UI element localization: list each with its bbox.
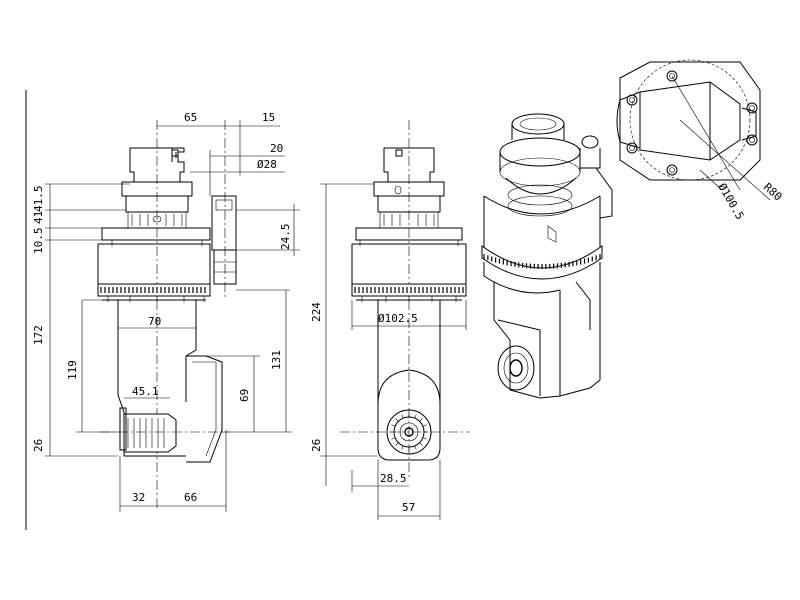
side-holder-ring-teeth xyxy=(131,214,183,226)
nut-tooth xyxy=(414,445,417,450)
nut-tooth xyxy=(422,437,427,440)
iso-coolant-fitting xyxy=(581,135,599,149)
detail-block xyxy=(639,81,741,161)
dim-32: 32 xyxy=(132,491,145,504)
detail-outline xyxy=(619,61,761,181)
dim-41: 41 xyxy=(32,211,45,224)
side-holder-neck xyxy=(125,195,189,213)
front-view: 224 26 Ø102.5 28.5 57 xyxy=(310,120,470,520)
detail-leader-1 xyxy=(671,75,741,191)
dim-24-5: 24.5 xyxy=(279,224,292,251)
dim-131: 131 xyxy=(270,350,283,370)
side-bolts xyxy=(107,296,205,302)
nut-tooth xyxy=(391,437,396,440)
dim-28-5: 28.5 xyxy=(380,472,407,485)
front-holder-key xyxy=(395,149,403,157)
side-angle-arm-inner xyxy=(192,361,217,457)
dim-224: 224 xyxy=(310,302,323,322)
dim-65: 65 xyxy=(184,111,197,124)
side-holder-flange xyxy=(121,181,193,197)
dim-d100-5: Ø100.5 xyxy=(715,181,746,222)
iso-angle-head xyxy=(493,282,601,399)
nut-tooth xyxy=(422,424,427,427)
front-column xyxy=(377,300,441,404)
isometric-view xyxy=(481,113,613,399)
front-knurl-ring xyxy=(351,283,467,297)
nut-tooth xyxy=(395,442,399,446)
front-knurl-teeth xyxy=(354,287,464,293)
side-holder-top xyxy=(129,147,185,183)
front-top-plate xyxy=(355,227,463,241)
nut-tooth xyxy=(401,414,404,419)
side-angle-arm xyxy=(186,355,223,463)
side-collet xyxy=(123,413,177,453)
side-collet-nut xyxy=(119,407,127,451)
iso-knurl-teeth xyxy=(483,254,601,269)
nut-tooth xyxy=(395,418,399,422)
side-main-housing xyxy=(97,243,211,291)
dim-172: 172 xyxy=(32,325,45,345)
dim-20: 20 xyxy=(270,142,283,155)
side-dimensions: 65 15 20 Ø28 41.5 41 10.5 172 26 xyxy=(32,111,300,512)
dim-d102-5: Ø102.5 xyxy=(378,312,418,325)
dim-69: 69 xyxy=(238,389,251,402)
nut-tooth xyxy=(419,442,423,446)
front-nut-teeth xyxy=(390,413,428,451)
nut-tooth xyxy=(414,414,417,419)
nut-tooth xyxy=(401,445,404,450)
dim-119: 119 xyxy=(66,360,79,380)
detail-leader-2 xyxy=(679,119,771,201)
iso-spindle-face xyxy=(497,345,535,391)
side-holder-hole xyxy=(152,215,162,223)
iso-knurl-ring xyxy=(481,245,603,280)
front-holder-neck xyxy=(377,195,441,213)
nut-tooth xyxy=(391,424,396,427)
dim-26-front: 26 xyxy=(310,439,323,452)
dim-45-1: 45.1 xyxy=(132,385,159,398)
side-angle-body xyxy=(117,300,197,413)
side-holder-key xyxy=(171,149,179,157)
front-holder-flange xyxy=(373,181,445,197)
dim-r80: R80 xyxy=(761,181,784,204)
front-dimensions: 224 26 Ø102.5 28.5 57 xyxy=(310,183,467,520)
side-view: 65 15 20 Ø28 41.5 41 10.5 172 26 xyxy=(32,111,300,512)
side-coolant-block xyxy=(211,195,237,251)
dim-41-5: 41.5 xyxy=(32,186,45,213)
side-top-plate-pins xyxy=(111,240,203,246)
dim-15: 15 xyxy=(262,111,275,124)
detail-bolt-circle xyxy=(629,59,751,181)
front-column-arch xyxy=(377,369,441,405)
dim-70: 70 xyxy=(148,315,161,328)
nut-tooth xyxy=(419,418,423,422)
top-detail-view: Ø100.5 R80 xyxy=(616,59,784,222)
dim-d28: Ø28 xyxy=(257,158,277,171)
detail-bolts xyxy=(626,70,758,176)
side-coolant-cap xyxy=(215,199,233,211)
side-collet-flutes xyxy=(127,418,165,448)
dim-10-5: 10.5 xyxy=(32,228,45,255)
side-knurl-teeth xyxy=(100,287,206,293)
front-head-outline xyxy=(377,404,441,461)
dim-26-side: 26 xyxy=(32,439,45,452)
side-coolant-base xyxy=(213,249,237,285)
dim-66: 66 xyxy=(184,491,197,504)
front-bolts xyxy=(361,296,457,302)
dim-57: 57 xyxy=(402,501,415,514)
detail-right-face xyxy=(741,107,757,141)
side-top-plate xyxy=(101,227,211,241)
side-knurl-ring xyxy=(97,283,211,297)
